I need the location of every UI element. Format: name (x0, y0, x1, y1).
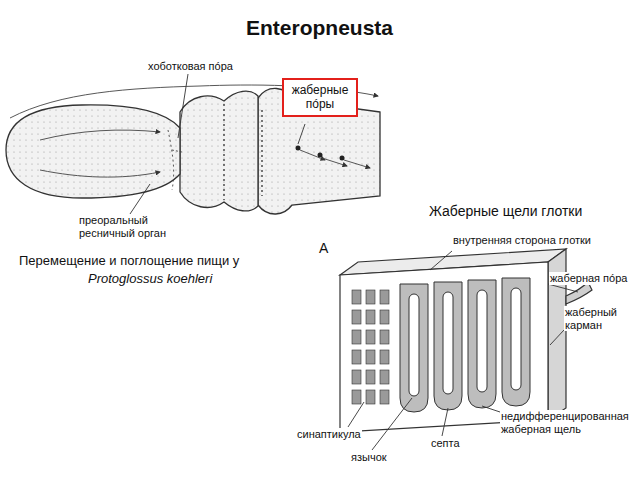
figure-caption: Перемещение и поглощение пищи у (18, 254, 240, 269)
figure-caption: Жаберные щели глотки (428, 203, 583, 219)
gill-slits (400, 278, 530, 412)
panel-letter: A (318, 240, 329, 256)
gill-pores (296, 146, 345, 161)
highlight-box: жаберные пóры (282, 78, 358, 117)
diagram-title: Enteropneusta (245, 16, 394, 40)
part-label: язычок (350, 451, 388, 464)
part-label: хоботковая пóра (147, 60, 234, 73)
part-label: преоральный ресничный орган (78, 214, 176, 239)
part-label: септа (430, 437, 461, 450)
part-label: внутренняя сторона глотки (452, 234, 592, 247)
part-label: недифференцированная жаберная щель (500, 410, 636, 435)
part-label: жаберная пóра (549, 272, 628, 285)
part-label: синаптикула (296, 428, 362, 441)
synapticula-grid (352, 290, 389, 404)
box-text: жаберные пóры (289, 83, 351, 112)
leader-lines (130, 74, 305, 214)
species-name: Protoglossus koehleri (87, 272, 213, 287)
part-label: жаберный карман (564, 306, 636, 331)
